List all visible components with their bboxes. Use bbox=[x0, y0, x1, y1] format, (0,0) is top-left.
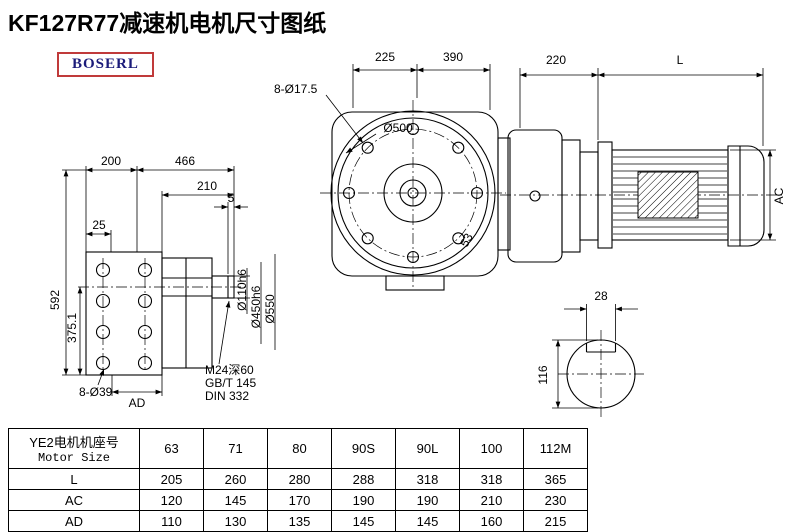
front-view-labels: 225 390 8-Ø17.5 Ø500 53 bbox=[274, 50, 476, 249]
column-header-100: 100 bbox=[459, 428, 524, 469]
motor-adapter-flange bbox=[497, 137, 511, 251]
holes-8-d17-label: 8-Ø17.5 bbox=[274, 82, 318, 96]
side-view-dimensions bbox=[62, 166, 276, 396]
side-view: 200 466 210 5 25 592 375.1 8-Ø39 AD Ø110… bbox=[48, 154, 277, 410]
dim-210-label: 210 bbox=[197, 179, 217, 193]
flange-circle-od bbox=[330, 110, 496, 276]
page-title: KF127R77减速机电机尺寸图纸 bbox=[8, 10, 327, 36]
oil-plug bbox=[529, 190, 541, 202]
cell-AD-80: 135 bbox=[267, 510, 332, 532]
motor-view: 220 L AC bbox=[500, 53, 786, 263]
cell-AC-90s: 190 bbox=[331, 489, 396, 511]
table-row-AC: AC 120 145 170 190 190 210 230 bbox=[8, 489, 588, 511]
motor-view-dimensions bbox=[519, 68, 776, 241]
column-header-90l: 90L bbox=[395, 428, 460, 469]
cell-AD-112m: 215 bbox=[523, 510, 588, 532]
gearbox-housing-step bbox=[161, 257, 213, 369]
cell-AC-100: 210 bbox=[459, 489, 524, 511]
column-header-112m: 112M bbox=[523, 428, 588, 469]
column-header-80: 80 bbox=[267, 428, 332, 469]
table-header-row: YE2电机机座号 Motor Size 63 71 80 90S 90L 100… bbox=[8, 428, 588, 469]
side-view-labels: 200 466 210 5 25 592 375.1 8-Ø39 AD Ø110… bbox=[48, 154, 277, 410]
motor-size-header-cn: YE2电机机座号 bbox=[29, 435, 119, 450]
table-row-L: L 205 260 280 288 318 318 365 bbox=[8, 468, 588, 490]
cell-AC-90l: 190 bbox=[395, 489, 460, 511]
dia-shaft-label: Ø110h6 bbox=[235, 269, 249, 311]
holes-8-d39-label: 8-Ø39 bbox=[79, 385, 113, 399]
dim-390-label: 390 bbox=[443, 50, 463, 64]
front-view-geometry bbox=[320, 100, 511, 291]
motor-dimension-table: YE2电机机座号 Motor Size 63 71 80 90S 90L 100… bbox=[8, 428, 588, 532]
shaft-section-dimensions bbox=[552, 304, 638, 409]
cell-L-90s: 288 bbox=[331, 468, 396, 490]
dim-l-label: L bbox=[677, 53, 684, 67]
cell-AC-71: 145 bbox=[203, 489, 268, 511]
bolt-holes bbox=[95, 262, 153, 371]
cell-AC-112m: 230 bbox=[523, 489, 588, 511]
dim-25-label: 25 bbox=[92, 218, 106, 232]
cell-L-71: 260 bbox=[203, 468, 268, 490]
cell-L-63: 205 bbox=[139, 468, 204, 490]
mounting-foot bbox=[385, 275, 445, 291]
cell-L-112m: 365 bbox=[523, 468, 588, 490]
shaft-section-labels: 28 116 bbox=[536, 289, 608, 385]
dim-ac-label: AC bbox=[772, 187, 786, 204]
dim-116-label: 116 bbox=[536, 365, 550, 384]
column-header-71: 71 bbox=[203, 428, 268, 469]
brand-logo: BOSERL bbox=[57, 52, 154, 77]
cell-AD-71: 130 bbox=[203, 510, 268, 532]
dim-ad-label: AD bbox=[129, 396, 146, 410]
dim-200-label: 200 bbox=[101, 154, 121, 168]
row-label-AD: AD bbox=[8, 510, 140, 532]
cell-L-90l: 318 bbox=[395, 468, 460, 490]
fan-cover bbox=[727, 145, 765, 247]
cell-AD-63: 110 bbox=[139, 510, 204, 532]
dim-53-label: 53 bbox=[457, 231, 476, 250]
cell-L-100: 318 bbox=[459, 468, 524, 490]
row-label-AC: AC bbox=[8, 489, 140, 511]
technical-drawing: 200 466 210 5 25 592 375.1 8-Ø39 AD Ø110… bbox=[48, 50, 786, 418]
shaft-section-view: 28 116 bbox=[536, 289, 644, 418]
dia-spigot-label: Ø450h6 bbox=[249, 285, 263, 328]
gearbox-body-outline bbox=[85, 251, 163, 376]
motor-size-header-en: Motor Size bbox=[37, 451, 110, 465]
front-view: 225 390 8-Ø17.5 Ø500 53 bbox=[274, 50, 511, 291]
dim-592-label: 592 bbox=[48, 290, 62, 310]
dim-225-label: 225 bbox=[375, 50, 395, 64]
front-view-dimensions bbox=[325, 64, 491, 154]
cell-AC-80: 170 bbox=[267, 489, 332, 511]
gear-housing-profile bbox=[507, 129, 563, 263]
tap-note-line2: GB/T 145 bbox=[205, 376, 256, 390]
row-label-L: L bbox=[8, 468, 140, 490]
cell-AD-90l: 145 bbox=[395, 510, 460, 532]
dim-220-label: 220 bbox=[546, 53, 566, 67]
motor-view-labels: 220 L AC bbox=[546, 53, 786, 204]
motor-size-header-cell: YE2电机机座号 Motor Size bbox=[8, 428, 140, 469]
tap-note-line3: DIN 332 bbox=[205, 389, 249, 403]
dia-500-label: Ø500 bbox=[383, 121, 413, 135]
key-width-label: 28 bbox=[594, 289, 608, 303]
table-row-AD: AD 110 130 135 145 145 160 215 bbox=[8, 510, 588, 532]
motor-view-geometry bbox=[500, 129, 784, 263]
side-view-geometry bbox=[78, 251, 248, 376]
column-header-63: 63 bbox=[139, 428, 204, 469]
cell-AD-100: 160 bbox=[459, 510, 524, 532]
column-header-90s: 90S bbox=[331, 428, 396, 469]
dim-466-label: 466 bbox=[175, 154, 195, 168]
stator-section bbox=[637, 171, 699, 219]
tap-note-line1: M24深60 bbox=[205, 363, 254, 377]
cell-AD-90s: 145 bbox=[331, 510, 396, 532]
cell-AC-63: 120 bbox=[139, 489, 204, 511]
dim-375-label: 375.1 bbox=[65, 313, 79, 343]
cell-L-80: 280 bbox=[267, 468, 332, 490]
dim-5-label: 5 bbox=[228, 191, 235, 205]
dia-flange-label: Ø550 bbox=[263, 294, 277, 324]
shaft-section-geometry bbox=[558, 330, 644, 418]
